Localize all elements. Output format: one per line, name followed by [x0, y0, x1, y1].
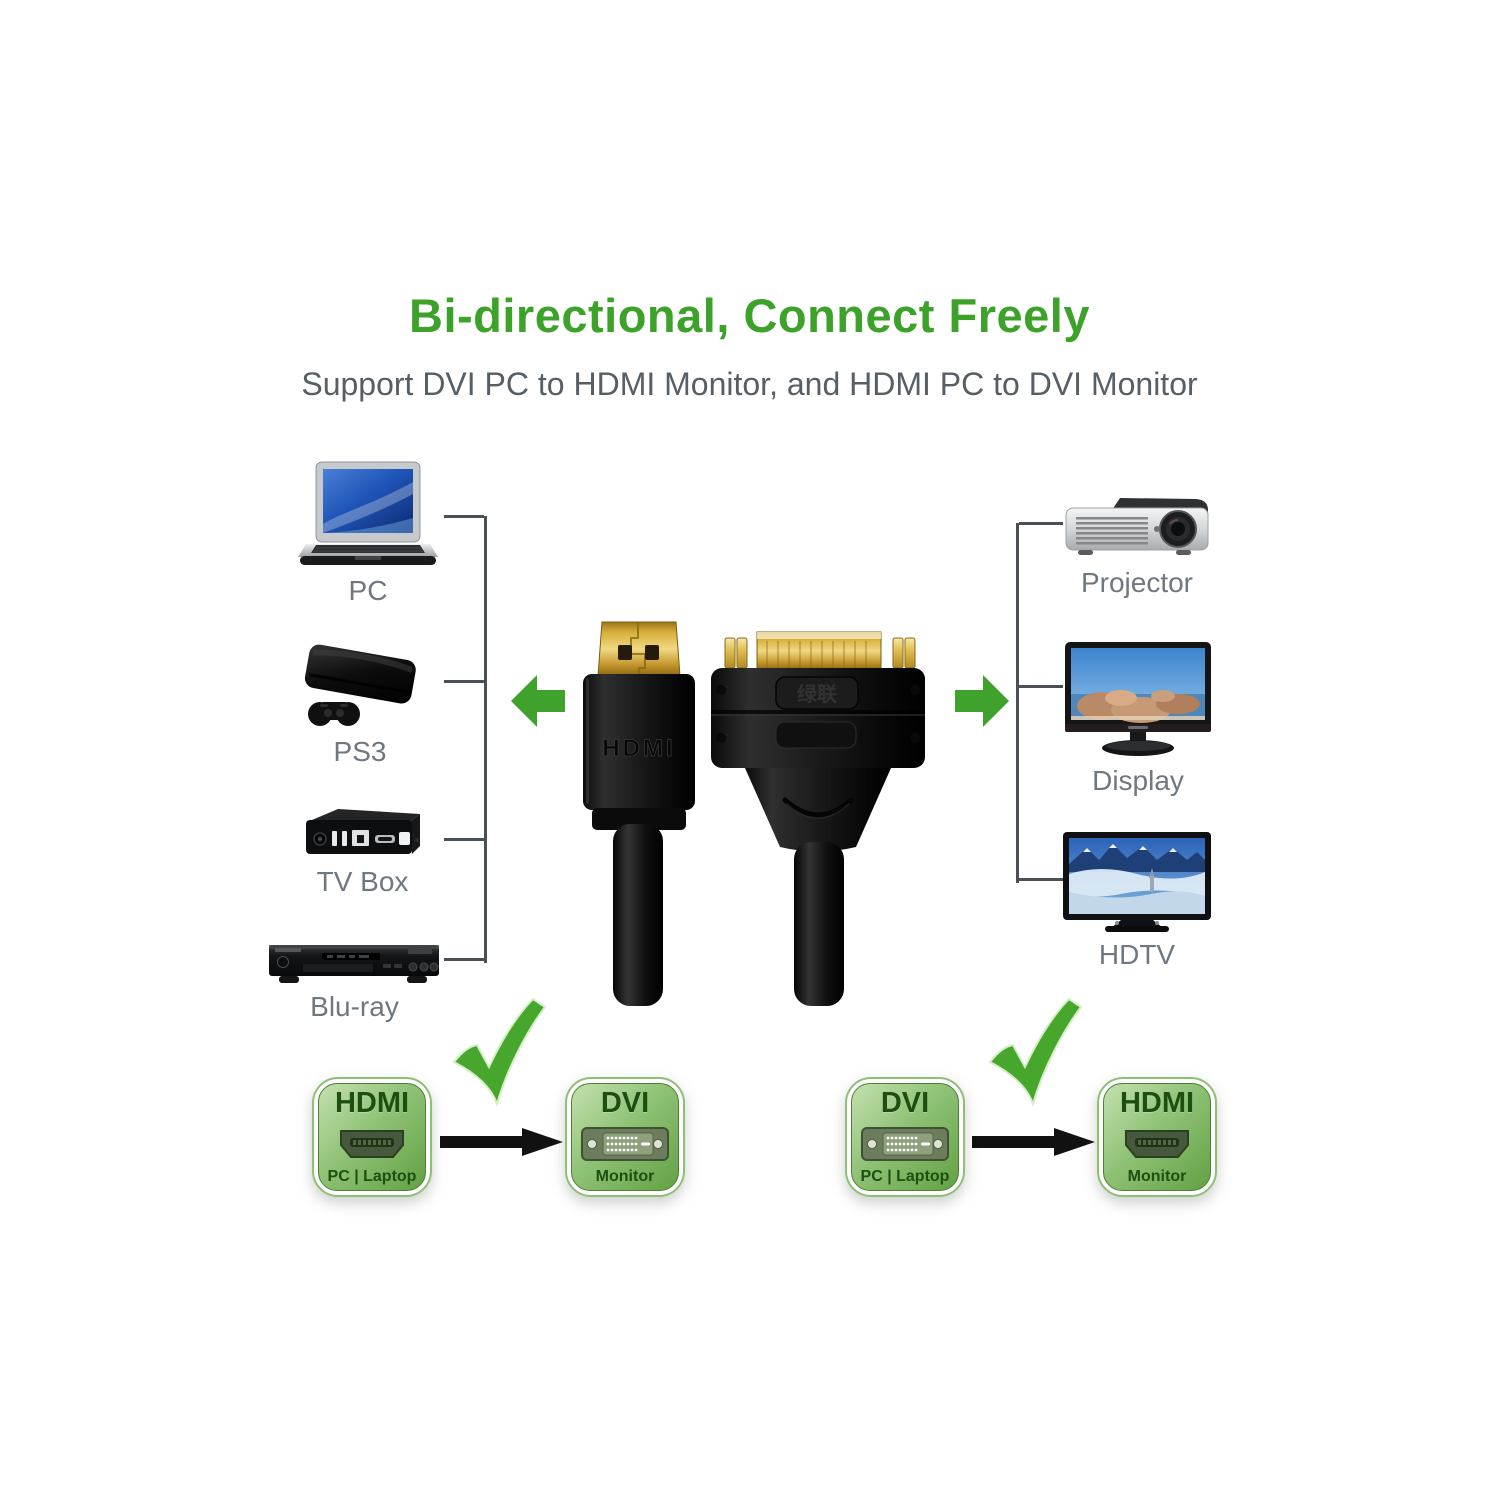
device-ps3: PS3: [285, 636, 435, 768]
projector-icon: [1065, 498, 1209, 555]
dvi-target-badge: DVI Monitor: [565, 1077, 685, 1197]
device-label-projector: Projector: [1080, 567, 1194, 598]
device-hdtv: HDTV: [1061, 830, 1213, 971]
hdmi-source-badge: HDMI PC | Laptop: [312, 1077, 432, 1197]
badge-subtitle: Monitor: [595, 1168, 655, 1185]
checkmark-icon: [988, 997, 1083, 1108]
device-label-display: Display: [1092, 765, 1184, 796]
brand-embossed-label: 绿联: [797, 682, 837, 706]
device-label-bluray: Blu-ray: [310, 991, 399, 1022]
tvbox-connector-stub: [444, 838, 484, 841]
laptop-icon: [298, 461, 438, 565]
hdmi-port-icon: [1125, 1129, 1189, 1158]
badge-subtitle: PC | Laptop: [860, 1168, 950, 1185]
dvi-source-badge: DVI PC | Laptop: [845, 1077, 965, 1197]
hdmi-male-connector: HDMI: [583, 621, 695, 1006]
projector-connector-stub: [1019, 522, 1063, 525]
badge-title: DVI: [600, 1087, 650, 1119]
pc-connector-stub: [444, 515, 484, 518]
black-right-arrow-icon: [972, 1128, 1095, 1156]
blu-ray-player-icon: [269, 945, 439, 983]
hdmi-dvi-adapter-cable-photo: HDMI 绿联: [583, 621, 925, 1006]
device-label-tvbox: TV Box: [316, 866, 409, 897]
page-title: Bi-directional, Connect Freely: [409, 289, 1090, 342]
right-vertical-connector-line: [1016, 523, 1019, 883]
device-bluray: Blu-ray: [267, 940, 442, 1023]
device-tvbox: TV Box: [295, 806, 430, 898]
badge-subtitle: PC | Laptop: [327, 1168, 417, 1185]
device-label-ps3: PS3: [333, 736, 387, 767]
display-monitor-icon: [1065, 642, 1211, 756]
badge-title: HDMI: [334, 1087, 410, 1119]
page-subtitle: Support DVI PC to HDMI Monitor, and HDMI…: [301, 366, 1198, 402]
hdmi-port-icon: [340, 1129, 404, 1158]
ps3-connector-stub: [444, 680, 484, 683]
hdtv-connector-stub: [1019, 878, 1063, 881]
hdmi-target-badge: HDMI Monitor: [1097, 1077, 1217, 1197]
badge-title: DVI: [880, 1087, 930, 1119]
green-right-arrow-icon: [955, 675, 1009, 727]
ps3-console-icon: [304, 644, 416, 726]
tv-box-icon: [305, 809, 420, 854]
device-display: Display: [1063, 640, 1213, 797]
left-vertical-connector-line: [484, 516, 487, 963]
device-projector: Projector: [1062, 496, 1212, 599]
device-pc: PC: [288, 460, 448, 607]
green-left-arrow-icon: [511, 675, 565, 727]
device-label-hdtv: HDTV: [1098, 939, 1176, 970]
display-connector-stub: [1019, 685, 1063, 688]
dvi-port-icon: [861, 1126, 949, 1161]
black-right-arrow-icon: [440, 1128, 563, 1156]
dvi-port-icon: [581, 1126, 669, 1161]
hdmi-embossed-label: HDMI: [602, 735, 675, 762]
checkmark-icon: [452, 997, 547, 1108]
dvi-female-connector: 绿联: [711, 631, 925, 1006]
badge-title: HDMI: [1119, 1087, 1195, 1119]
bluray-connector-stub: [444, 958, 484, 961]
hdtv-icon: [1063, 832, 1211, 932]
badge-subtitle: Monitor: [1127, 1168, 1187, 1185]
device-label-pc: PC: [348, 575, 388, 606]
